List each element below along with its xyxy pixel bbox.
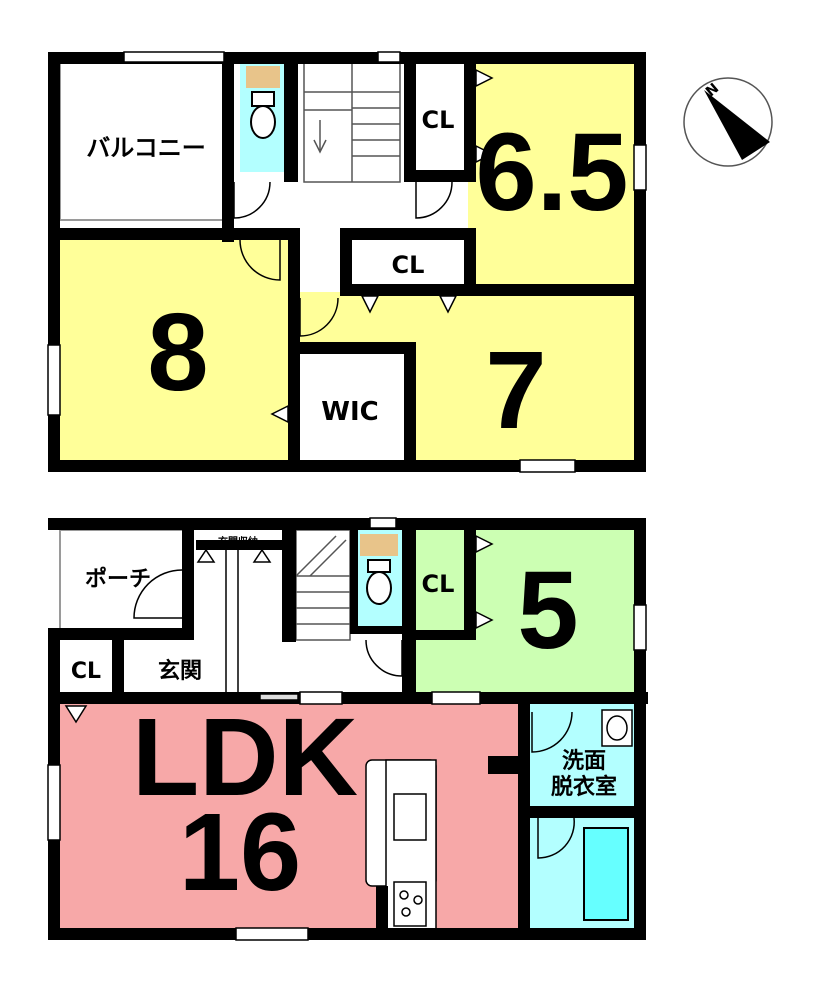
ldk-label: LDK <box>132 696 358 819</box>
upper-toilet-shelf <box>246 66 280 88</box>
wash-basin <box>601 709 633 747</box>
porch-label: ポーチ <box>85 566 151 592</box>
lower-windows <box>47 517 647 941</box>
upper-closet-b-label: CL <box>392 251 425 279</box>
washroom-label-line1: 洗面 <box>562 749 606 774</box>
room-65-label: 6.5 <box>476 111 629 234</box>
room-5-label: 5 <box>517 549 578 672</box>
kitchen-counter <box>365 759 437 931</box>
lower-closet-a-label: CL <box>71 659 101 684</box>
upper-walls <box>48 52 646 472</box>
room-8-fill <box>60 238 292 460</box>
room-7-fill <box>300 292 636 460</box>
balcony-label: バルコニー <box>86 134 206 162</box>
compass: N <box>683 77 773 167</box>
room-7-label: 7 <box>485 329 546 452</box>
lower-walls <box>48 518 648 940</box>
sink <box>393 793 427 841</box>
ldk-fill <box>60 704 520 930</box>
entrance-storage-label: 玄関収納 <box>218 535 258 548</box>
stove <box>393 881 427 927</box>
lower-floor: ポーチ 玄関収納 玄関 CL CL 5 LDK 16 洗面 脱衣室 <box>47 517 648 941</box>
porch-fill <box>59 529 185 631</box>
room-8-label: 8 <box>147 291 208 414</box>
upper-windows <box>47 51 647 473</box>
room-65-fill <box>468 62 636 292</box>
lower-stairs <box>295 529 351 641</box>
upper-closet-a-label: CL <box>422 106 455 134</box>
room-5-fill <box>416 530 636 692</box>
upper-floor: バルコニー CL CL WIC 6.5 8 7 <box>47 51 647 473</box>
entrance-label: 玄関 <box>158 658 202 684</box>
bathtub <box>583 827 629 921</box>
upper-doors <box>233 68 494 424</box>
lower-toilet-shelf <box>360 534 398 556</box>
wic-label: WIC <box>321 397 378 427</box>
upper-toilet-bowl <box>250 91 276 139</box>
lower-closet-b-label: CL <box>422 570 455 598</box>
lower-toilet-bowl <box>366 559 392 605</box>
lower-doors <box>64 534 575 859</box>
compass-arrow-icon <box>704 90 770 160</box>
washroom-label-line2: 脱衣室 <box>551 774 617 800</box>
ldk-size-label: 16 <box>179 791 301 914</box>
upper-stairs <box>303 61 401 183</box>
